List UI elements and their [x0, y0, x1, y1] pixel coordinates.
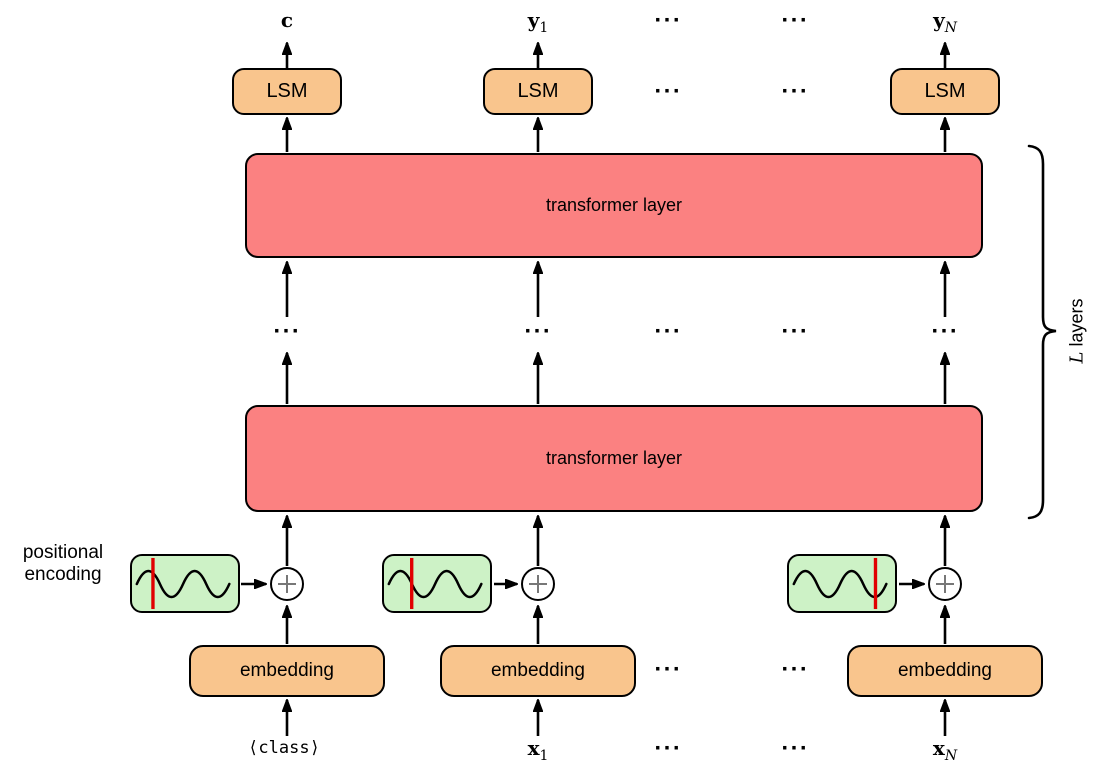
- plus-icon: [537, 575, 539, 593]
- position-marker-line: [410, 557, 414, 610]
- plus-icon: [944, 575, 946, 593]
- ellipsis-top-row-1: ···: [654, 9, 682, 31]
- layers-brace: [1027, 144, 1057, 520]
- ellipsis-mid-gap2: ···: [781, 320, 809, 342]
- embedding-box-3: embedding: [847, 645, 1043, 697]
- positional-encoding-box-1: [130, 554, 240, 613]
- embedding-label: embedding: [490, 660, 586, 681]
- lsm-label: LSM: [266, 80, 308, 102]
- input-label-class: ⟨class⟩: [248, 738, 320, 758]
- ellipsis-top-row-2: ···: [781, 9, 809, 31]
- embedding-label: embedding: [239, 660, 335, 681]
- add-node-1: [270, 567, 304, 601]
- plus-icon: [286, 575, 288, 593]
- ellipsis-bottom-row-2: ···: [781, 737, 809, 759]
- layer-count-label: Llayers: [1066, 298, 1088, 364]
- output-label-c: c: [280, 8, 294, 32]
- ellipsis-embedding-row-1: ···: [654, 658, 682, 680]
- embedding-box-1: embedding: [189, 645, 385, 697]
- positional-encoding-box-3: [787, 554, 897, 613]
- lsm-label: LSM: [517, 80, 559, 102]
- transformer-layer-box-bottom: transformer layer: [245, 405, 983, 512]
- input-label-xN: xN: [932, 736, 958, 764]
- sine-wave-icon: [792, 557, 888, 610]
- embedding-label: embedding: [897, 660, 993, 681]
- sine-wave-icon: [387, 557, 483, 610]
- ellipsis-mid-gap1: ···: [654, 320, 682, 342]
- position-marker-line: [873, 557, 878, 610]
- transformer-layer-label: transformer layer: [545, 448, 683, 468]
- sine-wave-icon: [135, 557, 231, 610]
- lsm-box-2: LSM: [483, 68, 593, 115]
- ellipsis-lsm-row-2: ···: [781, 80, 809, 102]
- positional-encoding-box-2: [382, 554, 492, 613]
- add-node-2: [521, 567, 555, 601]
- ellipsis-mid-col1: ···: [273, 320, 301, 342]
- ellipsis-embedding-row-2: ···: [781, 658, 809, 680]
- ellipsis-bottom-row-1: ···: [654, 737, 682, 759]
- lsm-label: LSM: [924, 80, 966, 102]
- output-label-yN: yN: [933, 8, 957, 36]
- input-label-x1: x1: [527, 736, 549, 764]
- lsm-box-3: LSM: [890, 68, 1000, 115]
- add-node-3: [928, 567, 962, 601]
- ellipsis-mid-col3: ···: [931, 320, 959, 342]
- lsm-box-1: LSM: [232, 68, 342, 115]
- transformer-layer-label: transformer layer: [545, 195, 683, 215]
- ellipsis-mid-col2: ···: [524, 320, 552, 342]
- transformer-layer-box-top: transformer layer: [245, 153, 983, 258]
- embedding-box-2: embedding: [440, 645, 636, 697]
- position-marker-line: [151, 557, 155, 610]
- positional-encoding-label: positional encoding: [22, 542, 104, 585]
- ellipsis-lsm-row-1: ···: [654, 80, 682, 102]
- output-label-y1: y1: [527, 8, 549, 36]
